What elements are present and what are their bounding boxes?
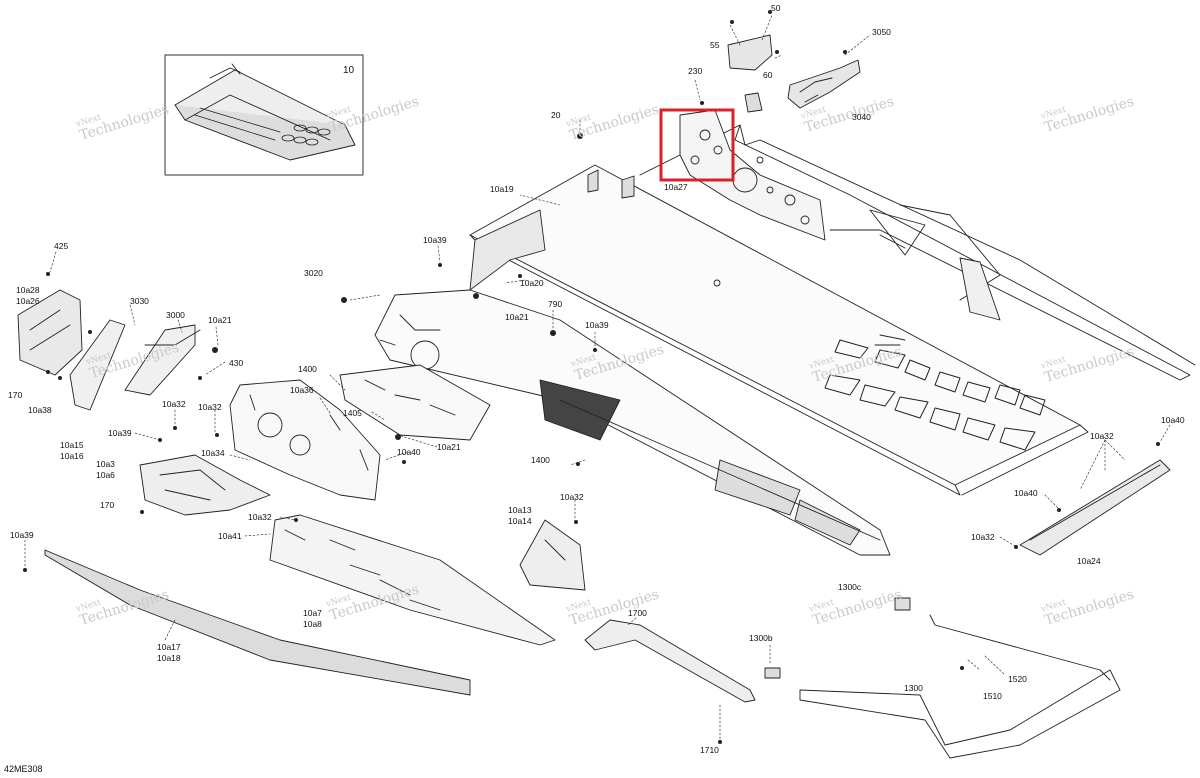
part-label: 10a13	[508, 505, 532, 515]
part-label: 10a40	[1014, 488, 1038, 498]
part-label: 1710	[700, 745, 719, 755]
footrest-bracket	[339, 364, 491, 441]
part-label: 10a40	[1161, 415, 1185, 425]
left-brackets	[17, 289, 201, 411]
part-label: 10a26	[16, 296, 40, 306]
part-label: 3040	[852, 112, 871, 122]
part-label: 3030	[130, 296, 149, 306]
part-label: 10a39	[585, 320, 609, 330]
part-label: 10a7	[303, 608, 322, 618]
part-label: 790	[548, 299, 563, 309]
clip-1300c	[894, 597, 911, 611]
inset-assembly-view	[164, 54, 364, 176]
part-label: 170	[100, 500, 115, 510]
handle-1700	[584, 619, 756, 703]
part-label: 10a3	[96, 459, 115, 469]
part-label: 1510	[983, 691, 1002, 701]
part-label: 10a32	[971, 532, 995, 542]
part-label: 10a32	[248, 512, 272, 522]
part-label: 10a24	[1077, 556, 1101, 566]
part-label: 10a32	[1090, 431, 1114, 441]
part-label: 10a16	[60, 451, 84, 461]
part-label: 10a32	[198, 402, 222, 412]
part-label: 3020	[304, 268, 323, 278]
part-label: 50	[771, 3, 781, 13]
upper-brackets	[727, 34, 861, 113]
part-label: 430	[229, 358, 244, 368]
part-label: 170	[8, 390, 23, 400]
part-label: 10a32	[162, 399, 186, 409]
part-label: 10a20	[520, 278, 544, 288]
highlight-box	[659, 108, 735, 182]
suspension-plate-left	[229, 379, 381, 501]
part-label: 10a15	[60, 440, 84, 450]
part-label: 10a21	[505, 312, 529, 322]
part-label: 425	[54, 241, 69, 251]
front-bracket-10a3	[139, 454, 271, 516]
part-label: 10a41	[218, 531, 242, 541]
bumper-1300	[799, 614, 1121, 759]
leader-lines	[24, 14, 1171, 741]
chassis-tunnel	[469, 124, 1196, 496]
drawing-code: 42ME308	[4, 764, 43, 774]
part-label: 55	[710, 40, 720, 50]
part-label: 1400	[531, 455, 550, 465]
part-label: 10a14	[508, 516, 532, 526]
center-side-panel	[374, 289, 891, 556]
part-label: 1700	[628, 608, 647, 618]
part-label: 10a39	[108, 428, 132, 438]
trim-strip-10a17	[44, 549, 471, 696]
side-plate-upper	[679, 109, 826, 241]
part-label: 10a39	[10, 530, 34, 540]
part-label: 1300	[904, 683, 923, 693]
part-label: 10a27	[664, 182, 688, 192]
lower-plate-10a7	[269, 514, 556, 646]
part-label: 10a21	[437, 442, 461, 452]
part-label: 1400	[298, 364, 317, 374]
part-label: 10a36	[290, 385, 314, 395]
part-label: 1520	[1008, 674, 1027, 684]
part-label: 10a19	[490, 184, 514, 194]
part-label: 10a40	[397, 447, 421, 457]
fasteners	[23, 10, 1160, 744]
part-label: 10a32	[560, 492, 584, 502]
part-label: 1405	[343, 408, 362, 418]
part-label: 10a6	[96, 470, 115, 480]
rear-rail-10a24	[1019, 459, 1171, 556]
part-label: 1300c	[838, 582, 862, 592]
part-label: 10a17	[157, 642, 181, 652]
part-label: 20	[551, 110, 561, 120]
clip-1300b	[764, 667, 781, 679]
part-label: 1300b	[749, 633, 773, 643]
part-label: 10a8	[303, 619, 322, 629]
part-label: 10a18	[157, 653, 181, 663]
inset-label: 10	[343, 65, 355, 76]
part-label: 10a38	[28, 405, 52, 415]
part-label: 60	[763, 70, 773, 80]
part-label: 10a39	[423, 235, 447, 245]
part-label: 3000	[166, 310, 185, 320]
part-label: 10a28	[16, 285, 40, 295]
part-label: 10a34	[201, 448, 225, 458]
part-label: 3050	[872, 27, 891, 37]
part-label: 230	[688, 66, 703, 76]
part-label: 10a21	[208, 315, 232, 325]
bracket-10a13	[519, 519, 586, 591]
